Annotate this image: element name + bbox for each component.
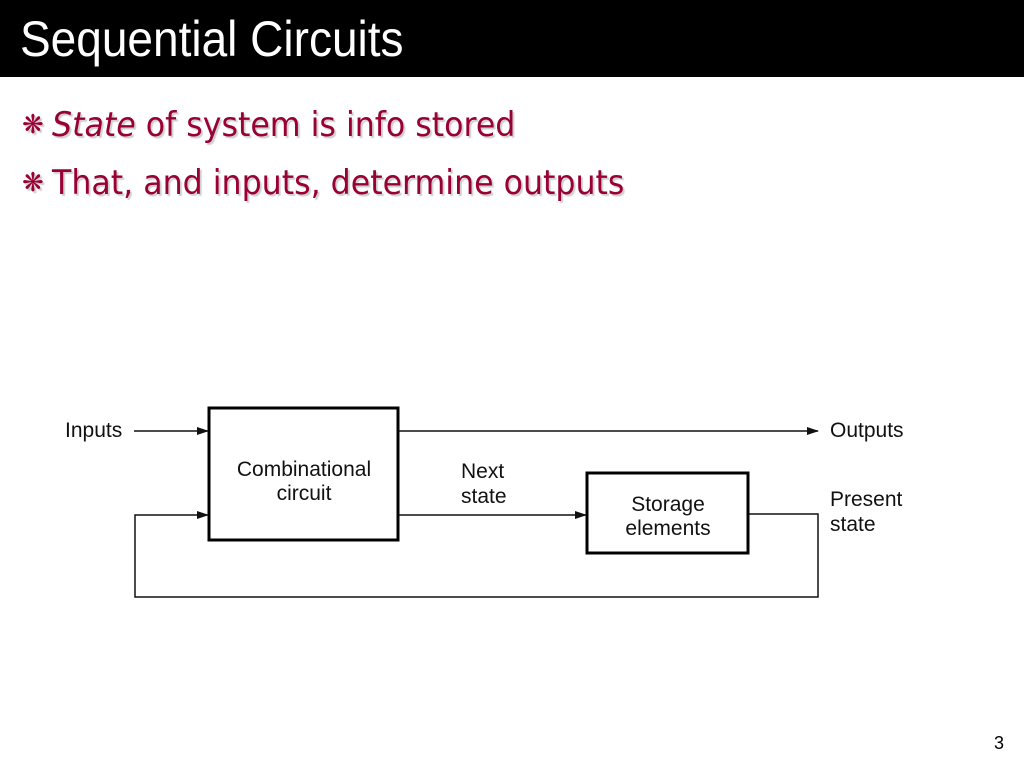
outputs-label: Outputs xyxy=(830,419,904,442)
next-state-label-line1: Next xyxy=(461,460,504,483)
present-state-label-line2: state xyxy=(830,513,876,536)
next-state-label-line2: state xyxy=(461,485,507,508)
combinational-label-line2: circuit xyxy=(277,482,332,505)
combinational-circuit-box xyxy=(207,406,400,542)
bullet-list: ❋ State of system is info stored ❋ That,… xyxy=(22,96,668,212)
bullet-marker-icon: ❋ xyxy=(22,168,44,198)
page-number: 3 xyxy=(993,733,1004,753)
bullet-text: State of system is info stored xyxy=(52,105,515,145)
bullet-item: ❋ State of system is info stored xyxy=(22,96,668,154)
inputs-label: Inputs xyxy=(65,419,122,442)
storage-label-line2: elements xyxy=(625,517,710,540)
storage-elements-box xyxy=(585,471,750,555)
present-state-feedback-line xyxy=(134,511,819,598)
bullet-emphasis: State xyxy=(52,105,136,145)
bullet-marker-icon: ❋ xyxy=(22,110,44,140)
bullet-text: That, and inputs, determine outputs xyxy=(52,163,625,203)
storage-label-line1: Storage xyxy=(631,493,705,516)
present-state-label-line1: Present xyxy=(830,488,903,511)
bullet-item: ❋ That, and inputs, determine outputs xyxy=(22,154,668,212)
bullet-body: of system is info stored xyxy=(135,105,516,145)
slide-title: Sequential Circuits xyxy=(20,11,404,67)
title-bar: Sequential Circuits xyxy=(0,0,1024,77)
combinational-label-line1: Combinational xyxy=(237,458,371,481)
